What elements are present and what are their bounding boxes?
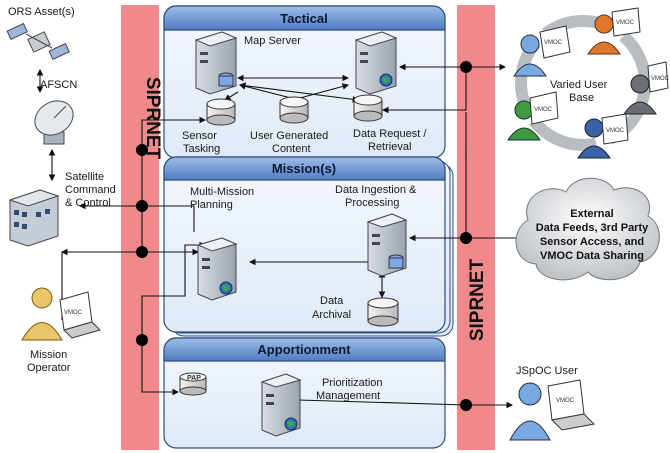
satellite-dish-icon <box>34 100 74 145</box>
siprnet-label-right: SIPRNET <box>467 258 488 341</box>
data-archival-db-icon <box>367 297 399 327</box>
map-server-label: Map Server <box>244 35 301 47</box>
jspoc-user-icon <box>509 379 596 441</box>
user-green-icon <box>507 91 559 141</box>
satellite-cc-label-2: Command <box>65 184 116 196</box>
multi-mission-label-2: Planning <box>190 199 233 211</box>
user-orange-icon <box>587 7 641 55</box>
mission-operator-icon <box>21 287 101 341</box>
afscn-label: AFSCN <box>40 79 77 91</box>
command-building-icon <box>8 189 60 247</box>
user-content-db-icon <box>279 96 309 124</box>
apportionment-title: Apportionment <box>257 342 351 357</box>
user-generated-label-1: User Generated <box>250 130 328 142</box>
junction-dot <box>460 61 472 73</box>
data-request-server-icon <box>354 31 398 95</box>
ors-assets-label: ORS Asset(s) <box>8 6 75 18</box>
prioritization-label-1: Prioritization <box>322 377 383 389</box>
siprnet-bar-right <box>457 5 495 450</box>
siprnet-bar-left <box>121 5 159 450</box>
data-request-db-icon <box>353 94 383 122</box>
data-ingestion-server-icon <box>366 213 408 277</box>
sensor-tasking-label-2: Tasking <box>183 143 220 155</box>
mission-title: Mission(s) <box>272 161 336 176</box>
mission-operator-label-2: Operator <box>27 362 71 374</box>
apportionment-panel: Apportionment <box>163 337 446 449</box>
external-label-4: VMOC Data Sharing <box>540 250 644 262</box>
junction-dot <box>460 399 472 411</box>
multi-mission-server-icon <box>196 237 238 301</box>
external-label-1: External <box>570 208 613 220</box>
data-archival-label-1: Data <box>320 295 344 307</box>
user-navy-icon <box>577 113 629 159</box>
data-ingestion-label-2: Processing <box>345 197 399 209</box>
junction-dot <box>460 232 472 244</box>
external-label-2: Data Feeds, 3rd Party <box>536 222 649 234</box>
satellite-icon <box>6 22 70 60</box>
pap-db-icon <box>179 372 207 396</box>
external-cloud-icon <box>515 177 660 281</box>
user-blue-icon <box>513 25 571 77</box>
satellite-cc-label-3: & Control <box>65 197 111 209</box>
vmoc-screen-label: VMOC <box>616 20 635 26</box>
prioritization-server-icon <box>260 373 302 437</box>
data-archival-label-2: Archival <box>312 309 351 321</box>
varied-users-label-2: Base <box>569 92 594 104</box>
user-gray-icon <box>623 61 669 115</box>
data-request-label-2: Retrieval <box>368 141 411 153</box>
prioritization-label-2: Management <box>316 390 380 402</box>
multi-mission-label-1: Multi-Mission <box>190 186 254 198</box>
satellite-cc-label-1: Satellite <box>65 171 104 183</box>
vmoc-screen-label: VMOC <box>606 128 625 134</box>
pap-label: PAP <box>187 375 201 382</box>
jspoc-user-label: JSpOC User <box>516 365 578 377</box>
siprnet-label-left: SIPRNET <box>142 77 163 160</box>
data-ingestion-label-1: Data Ingestion & <box>335 184 417 196</box>
vmoc-screen-label: VMOC <box>556 398 575 404</box>
vmoc-screen-label: VMOC <box>64 310 83 316</box>
user-generated-label-2: Content <box>272 143 311 155</box>
vmoc-screen-label: VMOC <box>651 76 670 82</box>
external-label-3: Sensor Access, and <box>540 236 644 248</box>
junction-dot <box>136 144 148 156</box>
mission-operator-label-1: Mission <box>30 349 67 361</box>
tactical-title: Tactical <box>280 11 327 26</box>
map-server-icon <box>194 31 238 95</box>
sensor-tasking-label-1: Sensor <box>182 130 217 142</box>
data-request-label-1: Data Request / <box>353 128 427 140</box>
junction-dot <box>136 334 148 346</box>
junction-dot <box>136 200 148 212</box>
junctions <box>136 61 472 411</box>
junction-dot <box>136 246 148 258</box>
varied-users-label-1: Varied User <box>550 79 608 91</box>
vmoc-screen-label: VMOC <box>534 107 553 113</box>
sensor-tasking-db-icon <box>206 98 236 126</box>
vmoc-screen-label: VMOC <box>544 40 563 46</box>
